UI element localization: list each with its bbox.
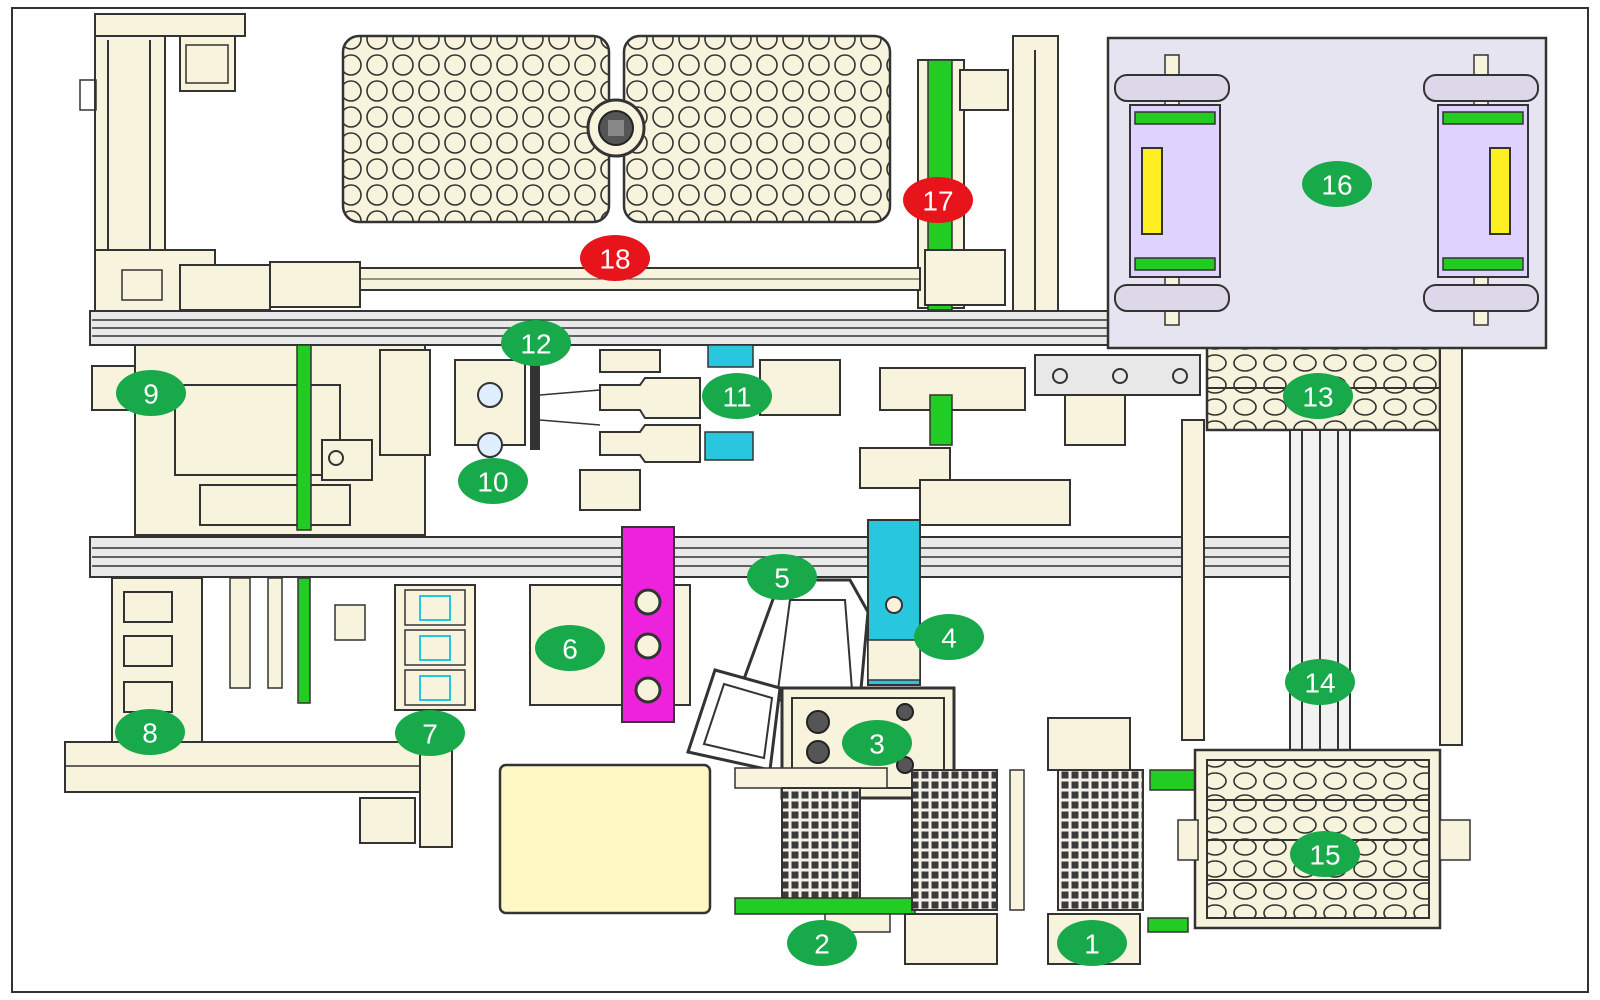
label-3: 3: [842, 720, 912, 766]
label-11-text: 11: [722, 382, 751, 413]
label-2-text: 2: [814, 929, 830, 960]
label-5-badge: [747, 554, 817, 600]
label-16-badge: [1302, 161, 1372, 207]
tray-center-locator: [586, 98, 646, 158]
label-11-badge: [702, 373, 772, 419]
label-9-text: 9: [143, 379, 159, 410]
top-hole-tray-left: [341, 34, 611, 224]
label-14-badge: [1285, 659, 1355, 705]
label-11: 11: [702, 373, 772, 419]
lower-gantry-beam: [89, 536, 1351, 578]
rack-station-left: [734, 767, 916, 933]
label-17-text: 17: [922, 186, 953, 217]
label-15-badge: [1290, 831, 1360, 877]
label-5: 5: [747, 554, 817, 600]
label-10: 10: [458, 458, 528, 504]
label-9-badge: [116, 370, 186, 416]
label-17-badge: [903, 177, 973, 223]
cyan-slide-rail: [867, 519, 921, 686]
label-8-badge: [115, 709, 185, 755]
label-13-text: 13: [1302, 382, 1333, 413]
rack-station-center: [904, 769, 998, 965]
top-hole-tray-right: [622, 34, 892, 224]
label-7: 7: [395, 710, 465, 756]
label-18-text: 18: [599, 244, 630, 275]
magenta-manifold: [529, 526, 691, 723]
upper-carriage: [94, 249, 921, 313]
label-4-text: 4: [941, 623, 957, 654]
label-9: 9: [116, 370, 186, 416]
roller-panel: [1106, 36, 1548, 350]
label-18-badge: [580, 235, 650, 281]
label-6-text: 6: [562, 634, 578, 665]
label-12: 12: [501, 320, 571, 366]
label-1: 1: [1057, 920, 1127, 966]
label-3-text: 3: [869, 729, 885, 760]
label-14: 14: [1285, 659, 1355, 705]
label-5-text: 5: [774, 563, 790, 594]
label-1-text: 1: [1084, 929, 1100, 960]
label-12-badge: [501, 320, 571, 366]
label-1-badge: [1057, 920, 1127, 966]
label-16-text: 16: [1321, 170, 1352, 201]
label-8: 8: [115, 709, 185, 755]
label-4-badge: [914, 614, 984, 660]
label-8-text: 8: [142, 718, 158, 749]
label-6-badge: [535, 625, 605, 671]
label-10-badge: [458, 458, 528, 504]
gripper-assembly: [379, 344, 1201, 526]
label-6: 6: [535, 625, 605, 671]
label-15-text: 15: [1309, 840, 1340, 871]
label-12-text: 12: [520, 329, 551, 360]
label-7-text: 7: [422, 719, 438, 750]
label-16: 16: [1302, 161, 1372, 207]
upper-gantry-beam: [89, 310, 1111, 346]
label-13: 13: [1283, 373, 1353, 419]
label-14-text: 14: [1304, 668, 1335, 699]
label-2-badge: [787, 920, 857, 966]
label-15: 15: [1290, 831, 1360, 877]
label-10-text: 10: [477, 467, 508, 498]
label-2: 2: [787, 920, 857, 966]
camera-stack: [394, 584, 476, 711]
label-13-badge: [1283, 373, 1353, 419]
tilted-feeder-frames: [686, 578, 870, 772]
yellow-pad: [498, 763, 712, 915]
left-sensor-column: [64, 577, 453, 848]
label-3-badge: [842, 720, 912, 766]
label-18: 18: [580, 235, 650, 281]
label-7-badge: [395, 710, 465, 756]
label-4: 4: [914, 614, 984, 660]
label-17: 17: [903, 177, 973, 223]
